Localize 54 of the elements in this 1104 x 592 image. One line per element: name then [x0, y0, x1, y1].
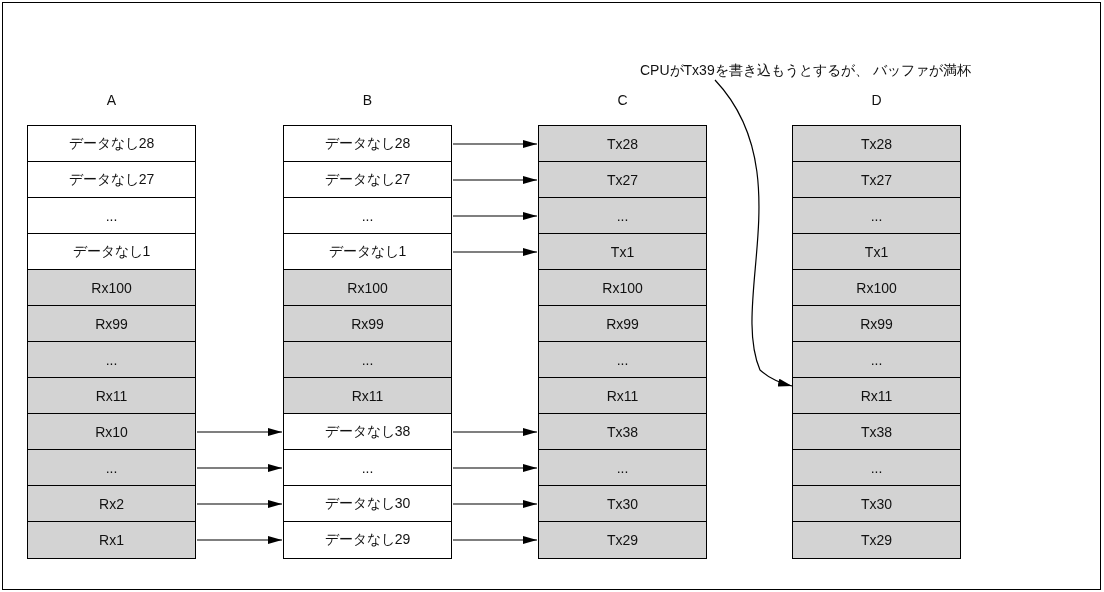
- buffer-cell: Tx28: [539, 126, 706, 162]
- buffer-cell: Tx28: [793, 126, 960, 162]
- buffer-cell: Rx100: [28, 270, 195, 306]
- arrow: [714, 79, 793, 387]
- buffer-cell: Tx27: [793, 162, 960, 198]
- buffer-cell: Rx11: [793, 378, 960, 414]
- buffer-cell: Tx30: [793, 486, 960, 522]
- buffer-cell: ...: [28, 342, 195, 378]
- buffer-cell: ...: [539, 450, 706, 486]
- buffer-cell: ...: [793, 198, 960, 234]
- buffer-cell: ...: [539, 198, 706, 234]
- arrow: [452, 140, 538, 148]
- buffer-cell: ...: [284, 342, 451, 378]
- buffer-cell: Tx1: [539, 234, 706, 270]
- column-heading: B: [361, 92, 374, 108]
- buffer-cell: Tx29: [539, 522, 706, 558]
- buffer-cell: Rx1: [28, 522, 195, 558]
- arrow: [196, 536, 283, 544]
- arrow: [452, 500, 538, 508]
- buffer-cell: Rx100: [793, 270, 960, 306]
- buffer-cell: Tx1: [793, 234, 960, 270]
- annotation-text: CPUがTx39を書き込もうとするが、 バッファが満杯: [640, 62, 971, 80]
- buffer-cell: ...: [793, 450, 960, 486]
- buffer-cell: Rx11: [28, 378, 195, 414]
- buffer-cell: Tx38: [793, 414, 960, 450]
- buffer-cell: Rx100: [284, 270, 451, 306]
- buffer-cell: Rx99: [284, 306, 451, 342]
- buffer-cell: ...: [793, 342, 960, 378]
- arrow: [196, 464, 283, 472]
- buffer-cell: ...: [539, 342, 706, 378]
- buffer-cell: Rx11: [539, 378, 706, 414]
- arrow: [196, 500, 283, 508]
- buffer-cell: Tx30: [539, 486, 706, 522]
- buffer-cell: Rx99: [28, 306, 195, 342]
- buffer-cell: ...: [28, 450, 195, 486]
- buffer-cell: Rx11: [284, 378, 451, 414]
- arrow: [452, 176, 538, 184]
- column-heading: A: [105, 92, 118, 108]
- buffer-cell: Tx38: [539, 414, 706, 450]
- arrow: [452, 536, 538, 544]
- arrow: [452, 428, 538, 436]
- buffer-cell: Tx29: [793, 522, 960, 558]
- buffer-cell: Tx27: [539, 162, 706, 198]
- arrow: [452, 464, 538, 472]
- column-heading: C: [616, 92, 629, 108]
- column-heading: D: [870, 92, 883, 108]
- buffer-cell: Rx99: [793, 306, 960, 342]
- buffer-cell: Rx99: [539, 306, 706, 342]
- buffer-cell: Rx100: [539, 270, 706, 306]
- arrow: [196, 428, 283, 436]
- buffer-cell: Rx2: [28, 486, 195, 522]
- buffer-cell: Rx10: [28, 414, 195, 450]
- arrow: [452, 212, 538, 220]
- arrow: [452, 248, 538, 256]
